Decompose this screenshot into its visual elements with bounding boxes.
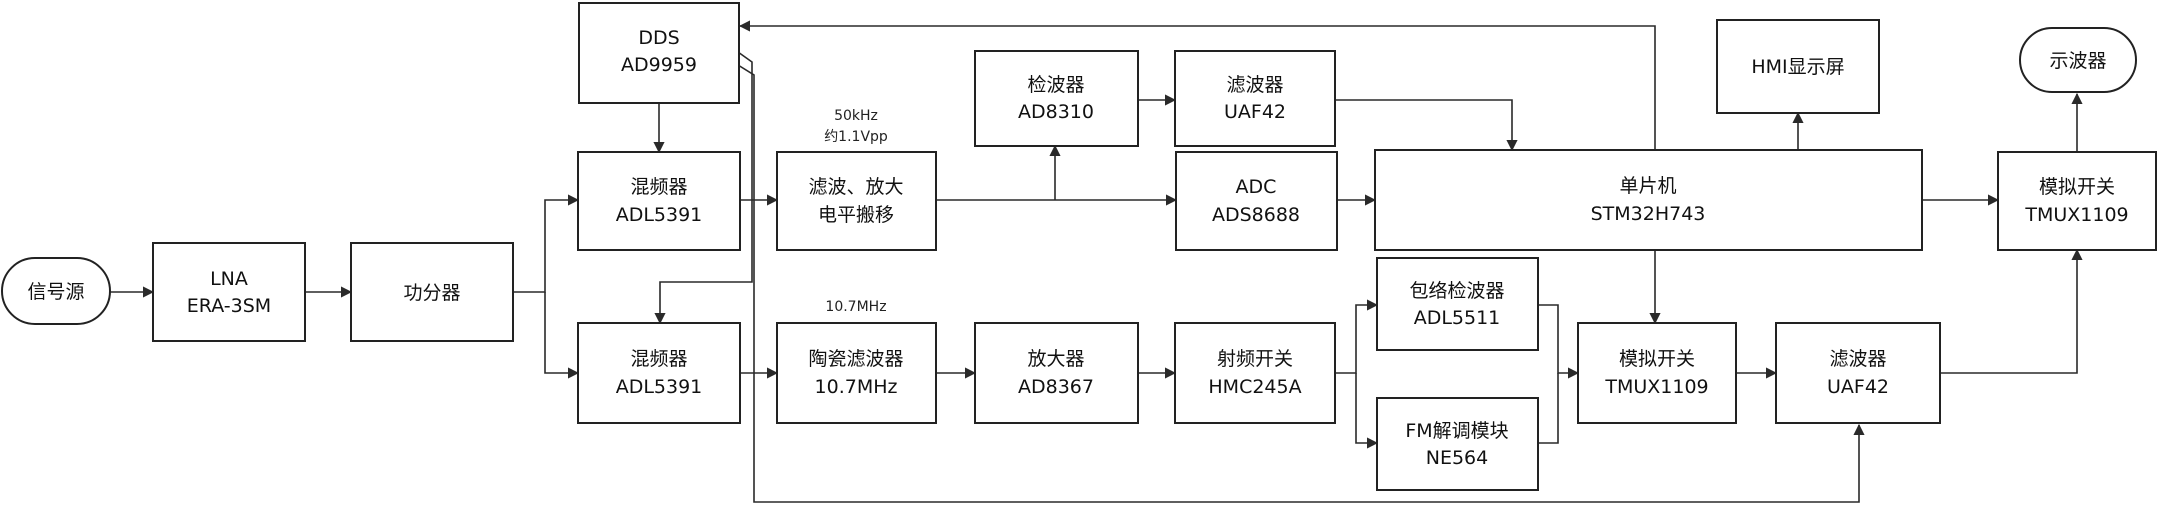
block-mixer-2: 混频器 ADL5391	[577, 322, 741, 424]
block-power-splitter: 功分器	[350, 242, 514, 342]
block-filter-amp-level-shift: 滤波、放大 电平搬移	[776, 151, 937, 251]
svg-text:UAF42: UAF42	[1224, 101, 1286, 123]
wire-fm-muxmid	[1538, 373, 1559, 444]
svg-text:10.7MHz: 10.7MHz	[815, 376, 898, 398]
block-adc: ADC ADS8688	[1175, 151, 1338, 251]
svg-text:ERA-3SM: ERA-3SM	[187, 295, 271, 317]
svg-text:电平搬移: 电平搬移	[818, 204, 894, 226]
svg-text:混频器: 混频器	[630, 176, 687, 198]
svg-text:单片机: 单片机	[1619, 175, 1676, 197]
svg-text:AD8310: AD8310	[1018, 101, 1094, 123]
svg-text:陶瓷滤波器: 陶瓷滤波器	[808, 348, 903, 370]
annotation-if-frequency-top: 50kHz	[834, 108, 878, 124]
block-detector: 检波器 AD8310	[974, 50, 1139, 147]
svg-text:TMUX1109: TMUX1109	[1604, 376, 1708, 398]
block-envelope-detector: 包络检波器 ADL5511	[1376, 257, 1539, 351]
wire-filtertop-mcu	[1335, 99, 1518, 152]
wire-envelope-muxmid	[1538, 304, 1580, 379]
wire-rfswitch-branch	[1335, 299, 1379, 374]
svg-text:UAF42: UAF42	[1827, 376, 1889, 398]
svg-text:模拟开关: 模拟开关	[2039, 176, 2115, 198]
wire-splitter-mixer2	[544, 292, 580, 379]
block-mixer-1: 混频器 ADL5391	[577, 151, 741, 251]
svg-text:放大器: 放大器	[1027, 348, 1084, 370]
svg-text:模拟开关: 模拟开关	[1619, 348, 1695, 370]
block-filter-output: 滤波器 UAF42	[1775, 322, 1941, 424]
svg-text:HMI显示屏: HMI显示屏	[1751, 56, 1844, 78]
svg-text:AD8367: AD8367	[1018, 376, 1094, 398]
svg-text:检波器: 检波器	[1027, 74, 1084, 96]
block-rf-switch: 射频开关 HMC245A	[1174, 322, 1336, 424]
svg-text:包络检波器: 包络检波器	[1409, 280, 1504, 302]
svg-text:滤波器: 滤波器	[1829, 348, 1886, 370]
svg-text:滤波器: 滤波器	[1226, 74, 1283, 96]
block-fm-demodulator: FM解调模块 NE564	[1376, 397, 1539, 491]
block-mcu: 单片机 STM32H743	[1374, 149, 1923, 251]
block-dds: DDS AD9959	[578, 2, 740, 104]
svg-text:信号源: 信号源	[27, 281, 84, 303]
block-amplifier: 放大器 AD8367	[974, 322, 1139, 424]
svg-text:ADL5391: ADL5391	[616, 204, 703, 226]
svg-text:TMUX1109: TMUX1109	[2024, 204, 2128, 226]
svg-text:ADL5511: ADL5511	[1414, 307, 1501, 329]
connections	[110, 20, 2083, 503]
svg-text:LNA: LNA	[210, 268, 248, 290]
block-hmi-display: HMI显示屏	[1716, 19, 1880, 114]
svg-text:DDS: DDS	[638, 27, 679, 49]
svg-text:射频开关: 射频开关	[1217, 348, 1293, 370]
annotation-if-frequency-bottom: 10.7MHz	[825, 299, 886, 315]
svg-text:滤波、放大: 滤波、放大	[808, 176, 903, 198]
svg-text:NE564: NE564	[1426, 447, 1488, 469]
wire-dds-bottom	[737, 64, 1865, 503]
block-oscilloscope: 示波器	[2019, 27, 2137, 93]
svg-text:混频器: 混频器	[630, 348, 687, 370]
wire-splitter-mixers	[513, 194, 580, 293]
block-analog-switch-mid: 模拟开关 TMUX1109	[1577, 322, 1737, 424]
svg-text:ADL5391: ADL5391	[616, 376, 703, 398]
svg-text:HMC245A: HMC245A	[1208, 376, 1301, 398]
block-filter-top: 滤波器 UAF42	[1174, 50, 1336, 147]
svg-text:STM32H743: STM32H743	[1591, 203, 1706, 225]
block-lna: LNA ERA-3SM	[152, 242, 306, 342]
block-signal-source: 信号源	[1, 257, 111, 325]
svg-text:ADS8688: ADS8688	[1212, 204, 1300, 226]
svg-text:FM解调模块: FM解调模块	[1405, 420, 1508, 442]
svg-text:AD9959: AD9959	[621, 54, 697, 76]
block-analog-switch-top: 模拟开关 TMUX1109	[1997, 151, 2157, 251]
wire-rfswitch-fm	[1355, 373, 1379, 449]
svg-text:功分器: 功分器	[403, 282, 460, 304]
wire-filterout-muxtop	[1940, 248, 2083, 374]
block-ceramic-filter: 陶瓷滤波器 10.7MHz	[776, 322, 937, 424]
svg-text:ADC: ADC	[1236, 176, 1277, 198]
annotation-if-level-top: 约1.1Vpp	[824, 129, 888, 145]
wire-mcu-dds	[738, 20, 1656, 152]
svg-text:示波器: 示波器	[2049, 50, 2106, 72]
wire-dds-mixer2	[654, 51, 753, 325]
